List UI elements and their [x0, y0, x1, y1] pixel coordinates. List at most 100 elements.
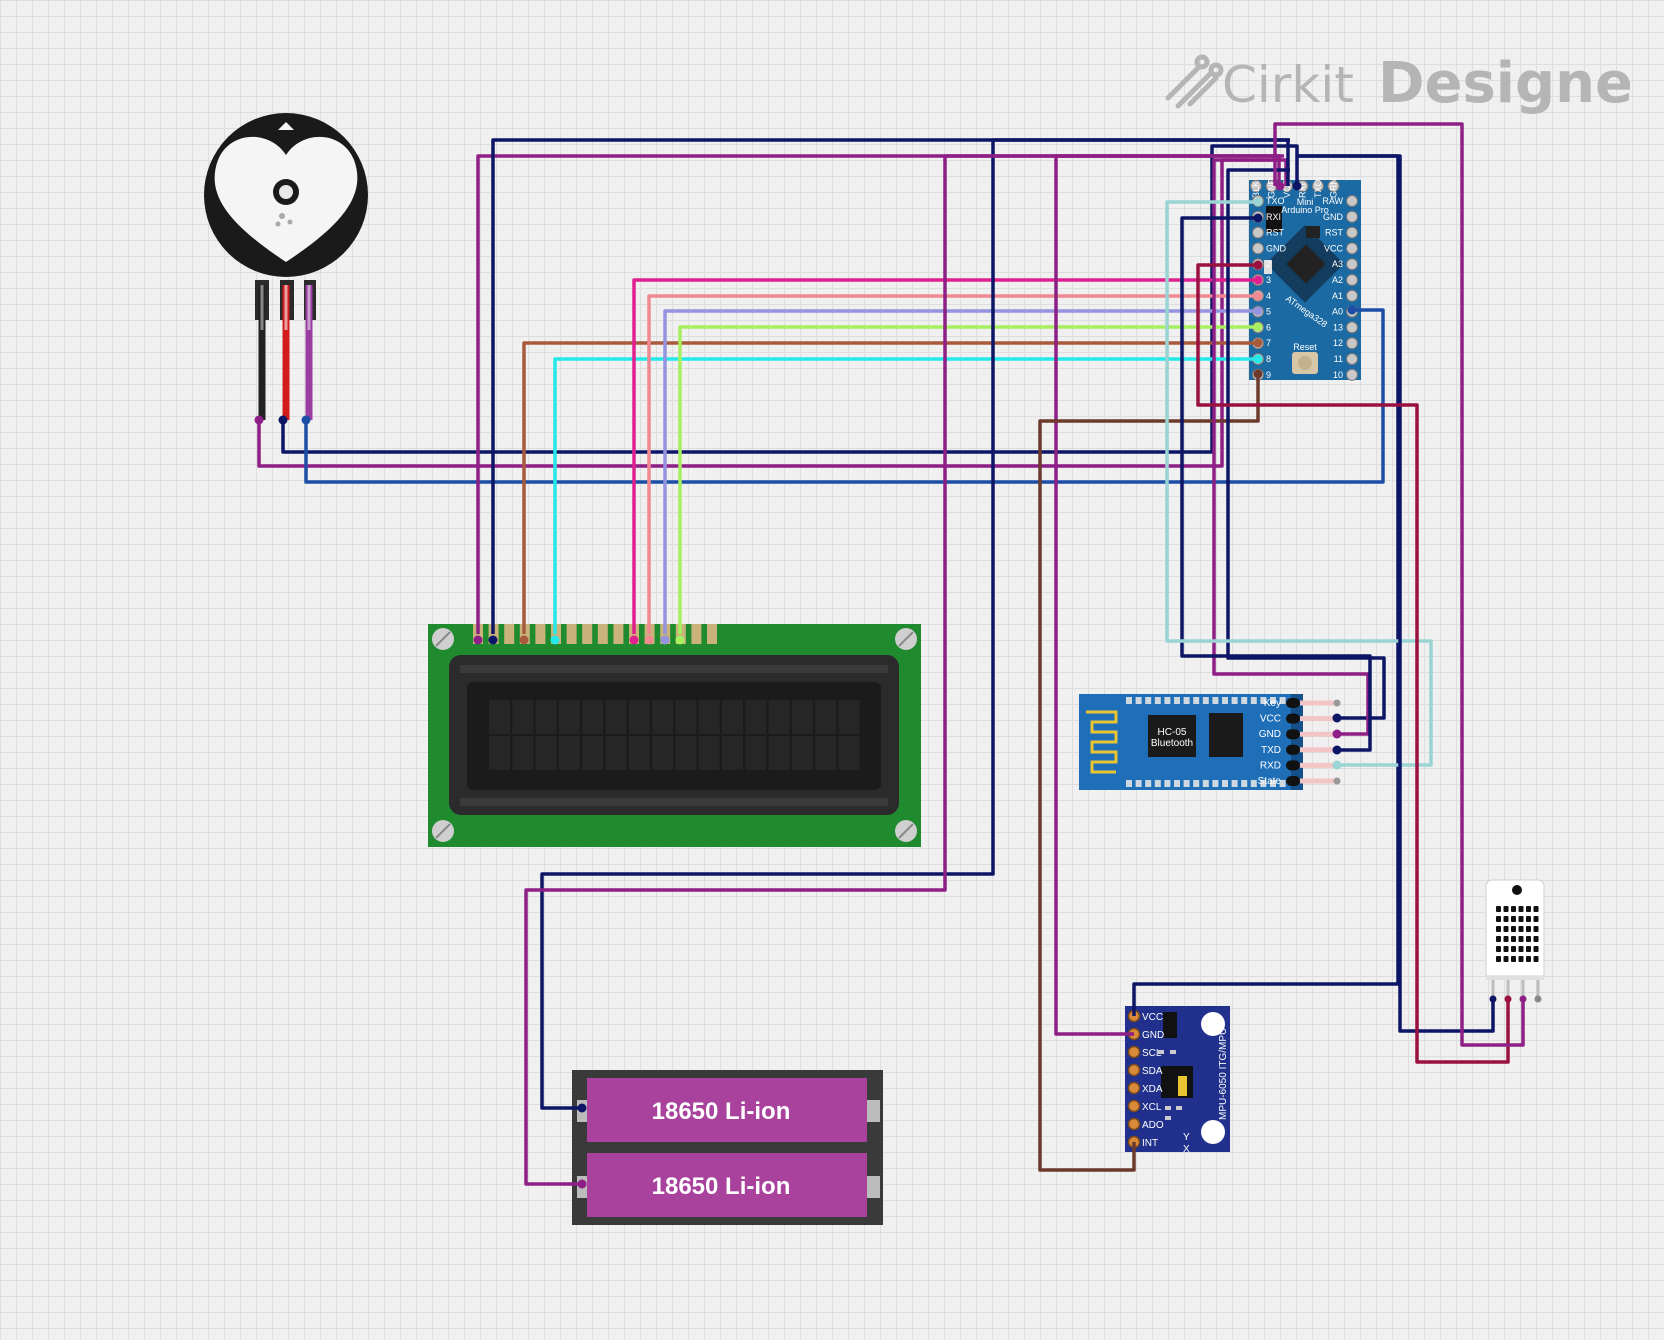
wire-endpoint[interactable]: [1253, 354, 1263, 364]
mpu-pin[interactable]: [1127, 1117, 1141, 1131]
bt-edge-pad: [1135, 697, 1142, 704]
arduino-right-pin[interactable]: [1346, 353, 1358, 365]
pulse-signal-wire[interactable]: [304, 308, 1385, 484]
wire-endpoint[interactable]: [1253, 213, 1263, 223]
pulse-gnd-wire[interactable]: [281, 144, 1299, 454]
wire-endpoint[interactable]: [577, 1103, 587, 1113]
wire-endpoint[interactable]: [675, 635, 685, 645]
lcd-pin[interactable]: [691, 624, 702, 644]
bt-pin-socket[interactable]: [1286, 744, 1300, 755]
lcd-rs-wire[interactable]: [553, 357, 1258, 634]
lcd-vss-wire[interactable]: [476, 154, 1281, 634]
arduino-right-pin[interactable]: [1346, 210, 1358, 223]
dht-gnd-wire[interactable]: [1273, 122, 1525, 1047]
wire-endpoint[interactable]: [1253, 197, 1263, 207]
bt-edge-pad: [1193, 697, 1200, 704]
arduino-top-pin[interactable]: [1327, 180, 1340, 192]
wire-endpoint[interactable]: [254, 415, 264, 425]
bt-txd-wire[interactable]: [1180, 216, 1372, 752]
batt-neg-wire[interactable]: [540, 138, 1290, 1110]
wire-endpoint[interactable]: [519, 635, 529, 645]
arduino-right-pin[interactable]: [1346, 337, 1358, 350]
arduino-left-pin[interactable]: [1252, 226, 1264, 239]
wire-endpoint[interactable]: [1253, 291, 1263, 301]
pulse-vcc-wire[interactable]: [257, 158, 1288, 468]
lcd-cell: [675, 700, 697, 734]
mpu-gnd-wire[interactable]: [1054, 154, 1280, 1036]
lcd-d6-wire[interactable]: [663, 309, 1258, 634]
lcd-v0-wire[interactable]: [522, 341, 1258, 634]
wire-endpoint[interactable]: [1253, 322, 1263, 332]
arduino-left-pin[interactable]: [1252, 242, 1264, 255]
wire-endpoint[interactable]: [473, 635, 483, 645]
lcd-vdd-wire[interactable]: [491, 138, 1290, 634]
wire-endpoint[interactable]: [1332, 729, 1342, 739]
mpu-pin[interactable]: [1127, 1063, 1141, 1077]
wire-endpoint[interactable]: [1332, 713, 1342, 723]
wire-endpoint[interactable]: [1253, 306, 1263, 316]
wire-endpoint[interactable]: [1275, 181, 1285, 191]
wire-endpoint[interactable]: [644, 635, 654, 645]
bt-vcc-wire[interactable]: [1226, 168, 1386, 720]
arduino-top-pin[interactable]: [1250, 180, 1262, 192]
lcd-pin[interactable]: [535, 624, 546, 644]
wire-endpoint[interactable]: [1332, 745, 1342, 755]
mpu-int-wire[interactable]: [1038, 374, 1260, 1172]
arduino-right-pin[interactable]: [1346, 195, 1358, 207]
wire-endpoint[interactable]: [1253, 260, 1263, 270]
wire-endpoint[interactable]: [550, 635, 560, 645]
arduino-right-pin[interactable]: [1346, 226, 1358, 239]
arduino-right-pin[interactable]: [1346, 258, 1358, 271]
mpu-pin[interactable]: [1127, 1045, 1141, 1059]
bt-pin-socket[interactable]: [1286, 698, 1300, 708]
bt-pin-end[interactable]: [1333, 777, 1341, 785]
bt-pin-end[interactable]: [1333, 699, 1341, 707]
battery-holder[interactable]: 18650 Li-ion 18650 Li-ion: [572, 1070, 883, 1225]
dht-vcc-wire[interactable]: [1297, 154, 1495, 1033]
arduino-right-pin[interactable]: [1346, 289, 1358, 302]
bt-pin-socket[interactable]: [1286, 776, 1300, 786]
mpu-pin[interactable]: [1127, 1099, 1141, 1113]
bt-pin-socket[interactable]: [1286, 729, 1300, 740]
wire-endpoint[interactable]: [1253, 338, 1263, 348]
wire-endpoint[interactable]: [1253, 369, 1263, 379]
lcd-pin[interactable]: [566, 624, 577, 644]
arduino-top-pin[interactable]: [1312, 180, 1324, 192]
pulse-sensor[interactable]: [204, 113, 368, 420]
arduino-right-pin[interactable]: [1346, 274, 1358, 286]
wire-endpoint[interactable]: [1347, 305, 1357, 315]
lcd-cell: [582, 736, 604, 770]
mpu-pin[interactable]: [1127, 1081, 1141, 1095]
wire-endpoint[interactable]: [660, 635, 670, 645]
bt-pin-socket[interactable]: [1286, 760, 1300, 771]
bt-gnd-wire[interactable]: [1212, 158, 1370, 736]
wire-endpoint[interactable]: [1332, 760, 1342, 770]
arduino-right-pin[interactable]: [1346, 242, 1358, 255]
lcd-display[interactable]: [428, 624, 921, 847]
dht-vent: [1526, 946, 1531, 952]
lcd-pin[interactable]: [597, 624, 608, 644]
wire-endpoint[interactable]: [301, 415, 311, 425]
wire-endpoint[interactable]: [1253, 275, 1263, 285]
lcd-pin[interactable]: [707, 624, 717, 644]
wire-endpoint[interactable]: [577, 1179, 587, 1189]
wire-endpoint[interactable]: [629, 635, 639, 645]
lcd-pin[interactable]: [582, 624, 593, 644]
dht-sensor[interactable]: [1485, 879, 1545, 1003]
lcd-pin[interactable]: [504, 624, 515, 644]
lcd-d7-wire[interactable]: [678, 325, 1258, 634]
arduino-right-pin[interactable]: [1346, 321, 1358, 334]
batt-pos-wire[interactable]: [524, 154, 1284, 1186]
arduino-right-pin[interactable]: [1346, 368, 1358, 381]
dht-data-wire[interactable]: [1196, 263, 1510, 1064]
bt-pin-socket[interactable]: [1286, 713, 1300, 724]
wire-endpoint[interactable]: [1292, 181, 1302, 191]
lcd-d4-wire[interactable]: [632, 278, 1258, 634]
wire-endpoint[interactable]: [278, 415, 288, 425]
lcd-pin[interactable]: [613, 624, 624, 644]
wire-endpoint[interactable]: [488, 635, 498, 645]
